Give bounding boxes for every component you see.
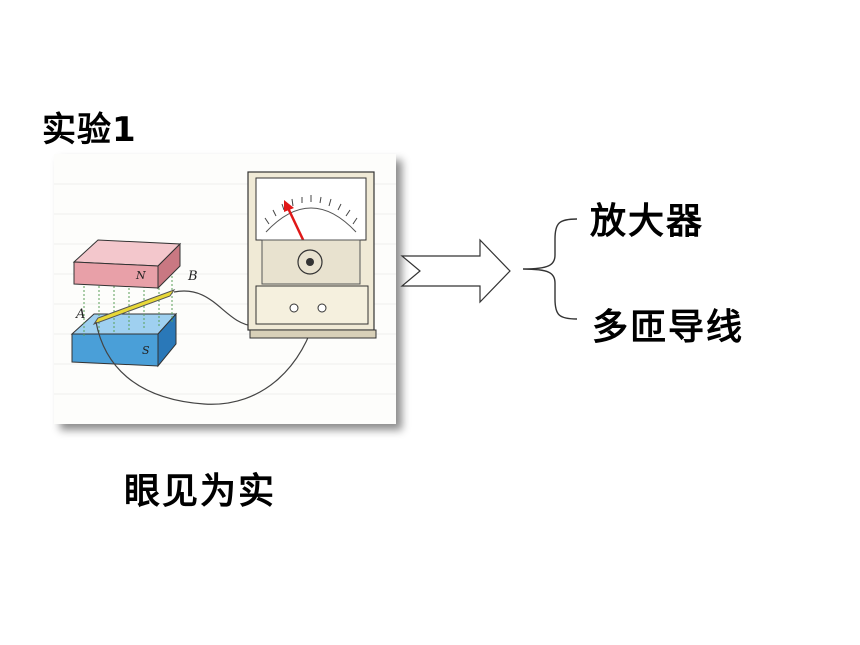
label-a: A xyxy=(75,307,85,322)
galvanometer xyxy=(247,171,377,339)
label-b: B xyxy=(187,269,198,284)
result-item-amplifier: 放大器 xyxy=(590,201,705,242)
slide-title: 实验1 xyxy=(42,110,137,150)
magnet-n xyxy=(72,239,182,290)
figure-caption: 眼见为实 xyxy=(124,471,277,512)
right-arrow-icon xyxy=(400,238,511,304)
conductor-rod xyxy=(92,289,176,325)
left-brace-icon xyxy=(522,218,578,320)
result-item-multi-turn-wire: 多匝导线 xyxy=(592,307,745,348)
experiment-illustration: S N A B xyxy=(54,171,396,405)
experiment-figure: S N A B xyxy=(54,154,396,424)
pole-n-label: N xyxy=(135,269,146,282)
wire-a xyxy=(95,313,317,405)
magnet-s xyxy=(70,312,178,368)
pole-s-label: S xyxy=(142,344,150,357)
